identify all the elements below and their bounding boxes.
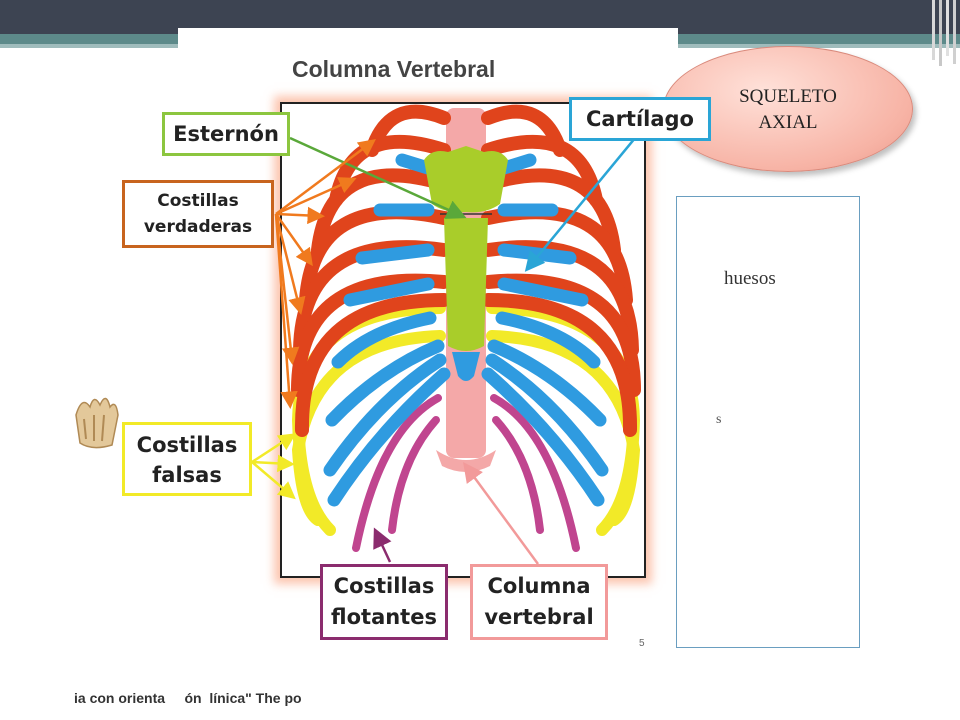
- label-cartilago: Cartílago: [569, 97, 711, 141]
- panel-text: huesos: [724, 268, 776, 289]
- label-columna-line1: Columna: [487, 574, 591, 598]
- page-number: 5: [639, 638, 645, 649]
- floating-ribs: [352, 394, 580, 552]
- label-verdaderas-line1: Costillas: [157, 191, 239, 211]
- label-falsas-line1: Costillas: [136, 433, 238, 457]
- label-columna-line2: vertebral: [484, 605, 594, 629]
- corner-decoration: [932, 0, 956, 66]
- label-flotantes-line2: flotantes: [331, 605, 437, 629]
- text-panel: [676, 196, 860, 648]
- label-esternon: Esternón: [162, 112, 290, 156]
- label-arrows: [251, 131, 641, 565]
- label-columna-vertebral: Columna vertebral: [470, 564, 608, 640]
- label-costillas-flotantes: Costillas flotantes: [320, 564, 448, 640]
- label-verdaderas-line2: verdaderas: [143, 217, 253, 237]
- label-flotantes-line1: Costillas: [333, 574, 435, 598]
- label-cartilago-text: Cartílago: [585, 107, 694, 131]
- panel-fragment: s: [716, 412, 722, 427]
- oval-title: SQUELETO AXIAL: [708, 84, 868, 136]
- caption-text: ia con orienta ón línica" The po: [74, 690, 302, 706]
- label-esternon-text: Esternón: [173, 122, 279, 146]
- label-costillas-falsas: Costillas falsas: [122, 422, 252, 496]
- true-ribs: [291, 104, 641, 437]
- oval-line-1: SQUELETO: [739, 86, 837, 107]
- label-falsas-line2: falsas: [152, 463, 222, 487]
- hand-bones-image: [75, 397, 119, 449]
- oval-line-2: AXIAL: [758, 112, 818, 133]
- sternum: [424, 146, 508, 381]
- label-costillas-verdaderas: Costillas verdaderas: [122, 180, 274, 248]
- diagram-title: Columna Vertebral: [292, 56, 496, 78]
- costal-cartilage: [323, 153, 609, 507]
